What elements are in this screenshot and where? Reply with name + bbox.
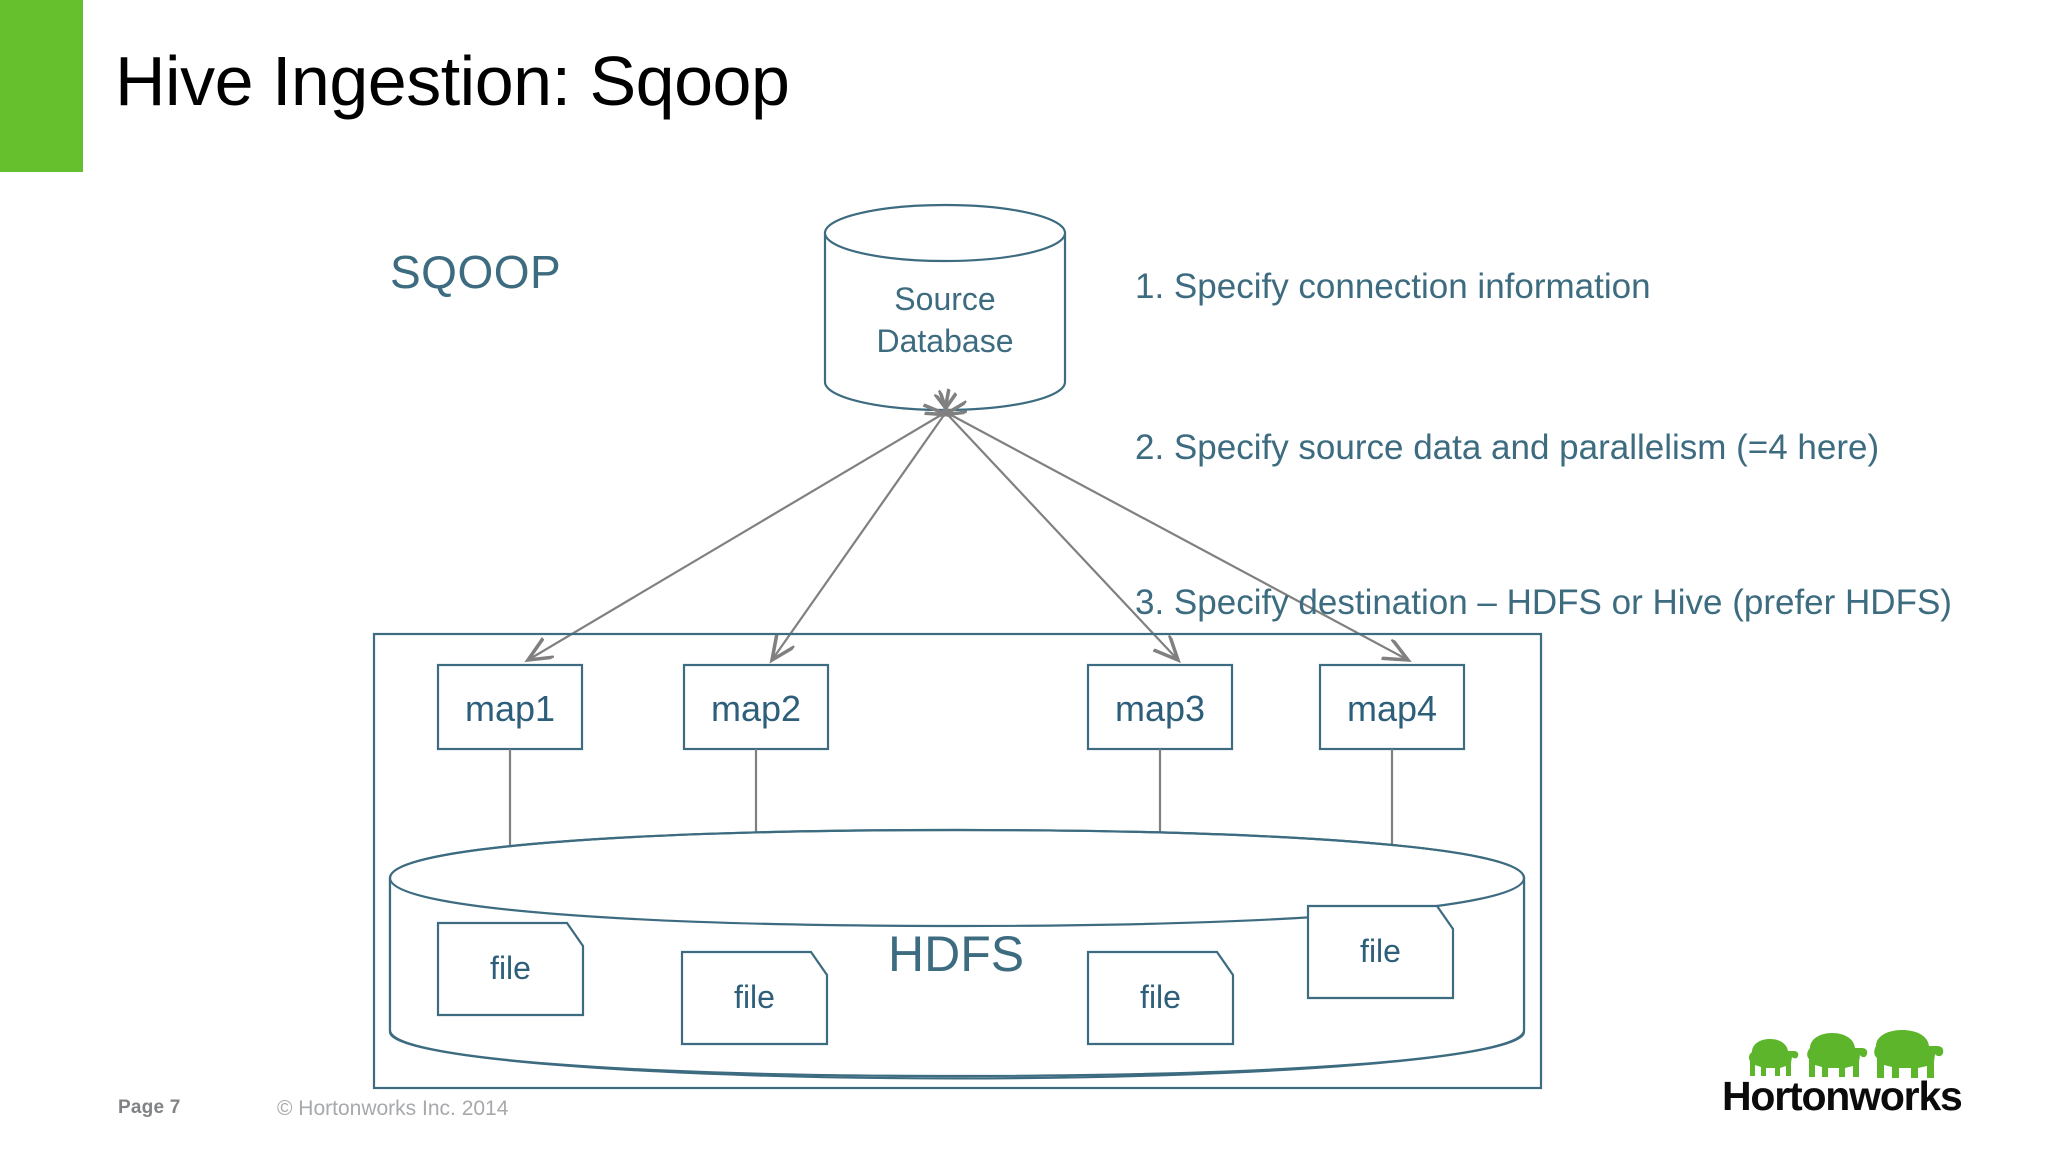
page-number: Page 7 (118, 1097, 181, 1118)
mapper-box-map2 (682, 663, 830, 751)
file-shape-4 (1306, 904, 1455, 1000)
step-item-2: 2. Specify source data and parallelism (… (1135, 428, 1880, 467)
mapper-label-map4: map4 (1346, 688, 1438, 729)
source-database-cylinder (823, 203, 1067, 412)
file-shape-2 (680, 950, 829, 1046)
cluster-container (372, 632, 1543, 1090)
file-shape-3 (1086, 950, 1235, 1046)
file-label-2: file (734, 979, 775, 1015)
mapper-boxes (436, 663, 1466, 751)
source-database-line2: Database (876, 323, 1014, 359)
mapper-box-map1 (436, 663, 584, 751)
sqoop-label: SQOOP (390, 246, 562, 298)
logo-wordmark: Hortonworks (1722, 1073, 1963, 1119)
mapper-label-map1: map1 (464, 688, 556, 729)
copyright-notice: © Hortonworks Inc. 2014 (277, 1097, 509, 1120)
file-shape-1 (436, 921, 585, 1017)
step-item-3: 3. Specify destination – HDFS or Hive (p… (1135, 583, 1952, 622)
file-label-4: file (1360, 933, 1401, 969)
mapper-box-map3 (1086, 663, 1234, 751)
file-label-1: file (490, 950, 531, 986)
hdfs-label: HDFS (888, 926, 1025, 982)
mapper-label-map3: map3 (1114, 688, 1206, 729)
mapper-label-map2: map2 (710, 688, 802, 729)
hortonworks-logo: Hortonworks (1722, 1030, 1970, 1120)
source-database-line1: Source (894, 281, 996, 317)
hdfs-cylinder (388, 828, 1526, 1080)
mapper-fanout-arrows (528, 415, 1408, 660)
elephants-icon (1748, 1030, 1944, 1078)
file-label-3: file (1140, 979, 1181, 1015)
page-title: Hive Ingestion: Sqoop (115, 42, 790, 120)
step-item-1: 1. Specify connection information (1135, 267, 1651, 306)
source-database-label: Source Database (825, 278, 1065, 362)
mapper-box-map4 (1318, 663, 1466, 751)
hdfs-file-shapes (436, 904, 1455, 1046)
title-accent-bar (0, 0, 83, 172)
